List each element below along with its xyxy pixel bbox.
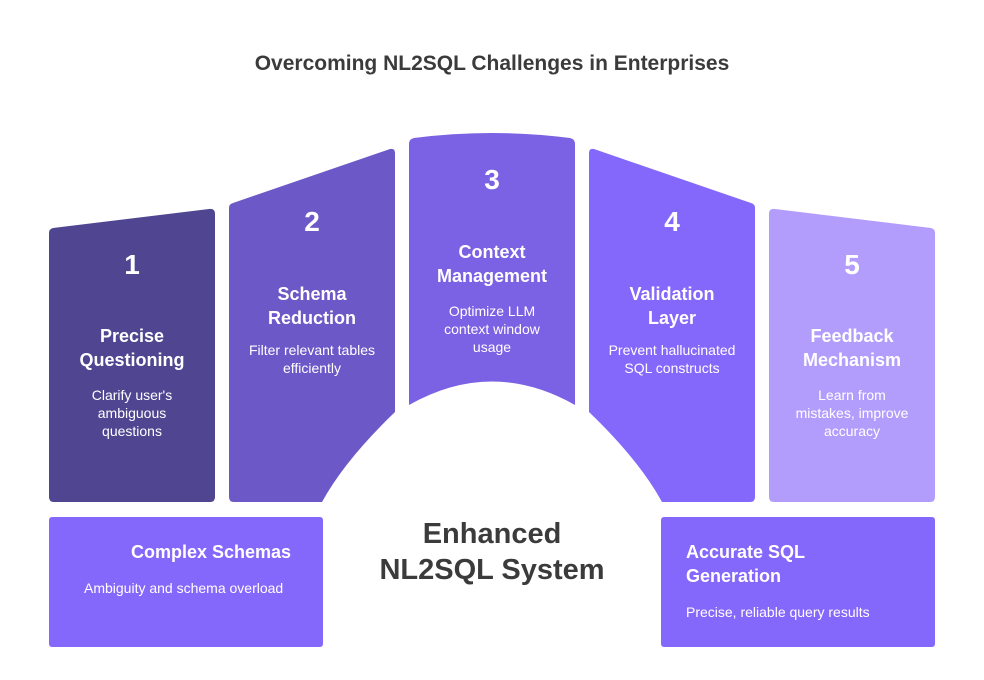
center-label-line2: NL2SQL System — [379, 554, 605, 586]
card-1-number: 1 — [124, 249, 140, 280]
card-5-shape — [769, 208, 935, 502]
right-box-title: Accurate SQL Generation — [686, 542, 805, 586]
card-4-desc: Prevent hallucinated SQL constructs — [608, 342, 736, 376]
right-box-shape — [661, 517, 935, 647]
card-3-title: Context Management — [436, 242, 548, 286]
card-1-desc: Clarify user's ambiguous questions — [91, 387, 173, 439]
card-3-shape — [409, 133, 575, 405]
card-2-number: 2 — [304, 206, 320, 237]
card-4-number: 4 — [664, 206, 680, 237]
center-label: Enhanced NL2SQL System — [352, 516, 632, 588]
right-box-desc: Precise, reliable query results — [686, 604, 870, 620]
card-5-title: Feedback Mechanism — [802, 326, 902, 370]
card-3-desc: Optimize LLM context window usage — [444, 303, 540, 355]
card-2-shape — [229, 148, 395, 503]
card-5-number: 5 — [844, 249, 860, 280]
card-4-title: Validation Layer — [629, 284, 715, 328]
card-2-desc: Filter relevant tables efficiently — [248, 342, 376, 376]
card-1-title: Precise Questioning — [79, 326, 185, 370]
center-label-line1: Enhanced — [422, 518, 562, 550]
left-box-title: Complex Schemas — [131, 542, 292, 562]
card-2-title: Schema Reduction — [268, 284, 356, 328]
card-1-shape — [49, 208, 215, 502]
card-4-shape — [589, 148, 755, 503]
diagram-title: Overcoming NL2SQL Challenges in Enterpri… — [254, 52, 730, 75]
card-5-desc: Learn from mistakes, improve accuracy — [795, 387, 909, 439]
left-box-desc: Ambiguity and schema overload — [84, 580, 284, 596]
card-3-number: 3 — [484, 164, 500, 195]
left-box-shape — [49, 517, 323, 647]
